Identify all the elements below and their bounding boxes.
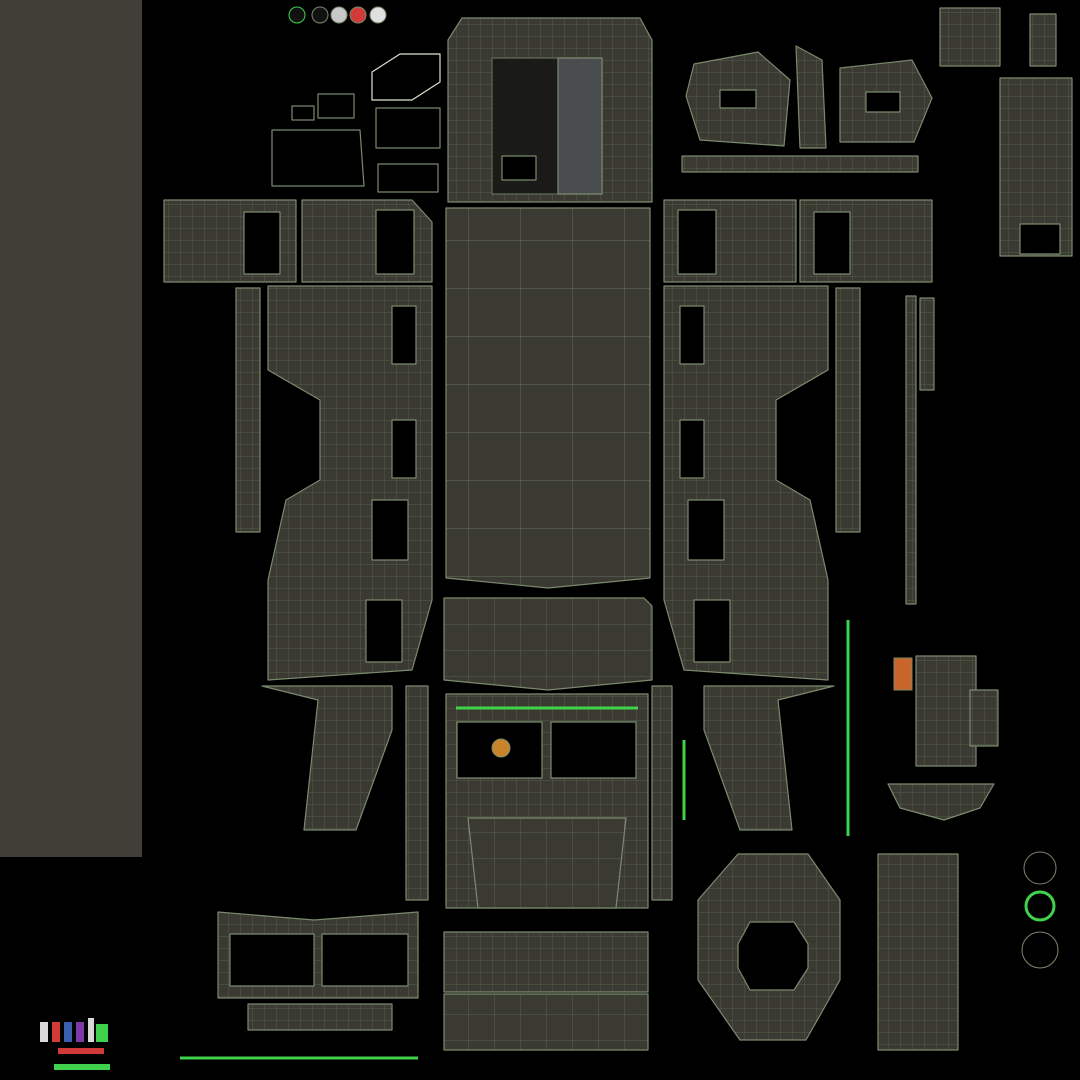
uv-island-small-block [939,7,1001,67]
uv-island-left-hole3 [371,499,409,561]
chip-white [40,1022,48,1042]
uv-island-windshield-right [550,721,637,779]
uv-island-left-skirt [261,685,393,831]
uv-island-bottom-strips [877,853,959,1051]
marker-spoke-wheel2 [1021,931,1059,969]
uv-island-small-rect3 [291,105,315,121]
uv-island-left-hole2 [391,419,417,479]
uv-island-right-hole4 [693,599,731,663]
uv-island-seat-back [795,45,827,149]
uv-island-front-panel [443,597,653,691]
uv-island-small-rect1 [375,107,441,149]
uv-island-seat-hole [719,89,757,109]
uv-island-bumper [443,931,649,993]
uv-island-roof-panel [557,57,603,195]
chip-blue [64,1022,72,1042]
marker-octagon-small [1024,890,1056,922]
uv-island-left-door-window [243,211,281,275]
uv-island-bowl [887,783,995,821]
uv-island-long-bar [681,155,919,173]
uv-island-roof-hole [501,155,537,181]
uv-island-bumper-lower [443,993,649,1051]
chip-red [52,1022,60,1042]
marker-gray-circle [330,6,348,24]
uv-island-right-pillar [651,685,673,901]
chip-purple [76,1022,84,1042]
color-markers [288,6,1059,969]
uv-island-detail-cluster2 [969,689,999,747]
uv-island-side-strip-hole [1019,223,1061,255]
uv-island-vertical-bar2 [919,297,935,391]
uv-island-left-body [267,285,433,681]
uv-island-right-body [663,285,829,681]
uv-island-left-strip [235,287,261,533]
chip-green-bar [54,1064,110,1070]
uv-island-small-quad [271,129,365,187]
uv-island-center-panel [445,207,651,589]
uv-island-bottom-frame-hole1 [229,933,315,987]
marker-white-circle [369,6,387,24]
uv-island-small-rect4 [317,93,355,119]
chip-red-bar [58,1048,104,1054]
uv-island-box-frame [371,53,441,101]
uv-island-right-door-window [677,209,717,275]
marker-red-circle [349,6,367,24]
uv-island-windshield-left [456,721,543,779]
uv-island-small-rect2 [377,163,439,193]
uv-island-right-strip [835,287,861,533]
color-chips [40,1018,110,1070]
uv-island-right-door-window2 [813,211,851,275]
uv-island-right-hole2 [679,419,705,479]
texture-color-swatch [0,0,142,857]
uv-island-right-hole3 [687,499,725,561]
uv-island-knob-block [1029,13,1057,67]
uv-island-octagon-hole [737,921,809,991]
uv-island-right-hole1 [679,305,705,365]
uv-island-seat-round-hole [865,91,901,113]
uv-island-vertical-bar [905,295,917,605]
marker-dark-circle [311,6,329,24]
marker-orange-octagon [491,738,511,758]
uv-island-left-hole1 [391,305,417,365]
uv-island-grille [467,817,627,909]
chip-light [88,1018,94,1042]
marker-green-circle [288,6,306,24]
uv-island-left-door-window2 [375,209,415,275]
marker-spoke-wheel [1023,851,1057,885]
uv-island-bottom-frame-hole2 [321,933,409,987]
uv-island-bottom-plate [247,1003,393,1031]
chip-green [96,1024,108,1042]
uv-island-left-pillar [405,685,429,901]
uv-island-right-skirt [703,685,835,831]
uv-island-left-hole4 [365,599,403,663]
marker-orange-block [893,657,913,691]
uv-island-detail-cluster [915,655,977,767]
